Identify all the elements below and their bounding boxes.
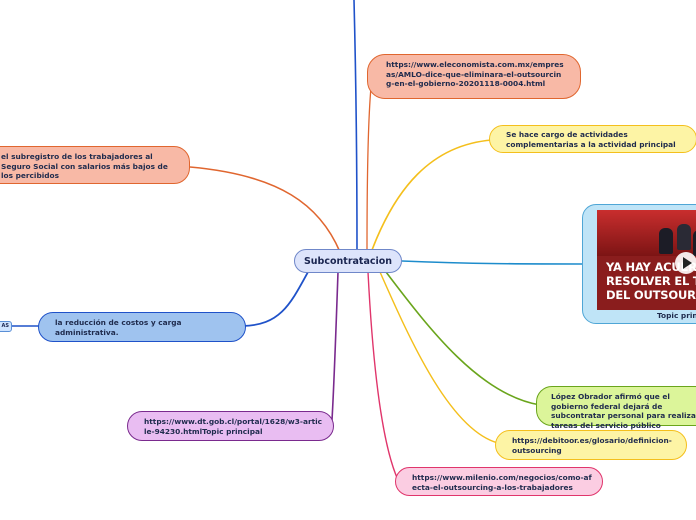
connector-subregistro bbox=[190, 167, 340, 252]
connector-eleconomista bbox=[367, 78, 372, 250]
connector-actividades bbox=[372, 140, 492, 250]
connector-top bbox=[354, 0, 357, 250]
node-reduccion-text: la reducción de costos y carga administr… bbox=[55, 318, 182, 337]
video-person bbox=[677, 224, 691, 250]
node-video-topic[interactable]: YA HAY ACUERDO PARA RESOLVER EL TEMA DEL… bbox=[582, 204, 696, 324]
node-reduccion[interactable]: la reducción de costos y carga administr… bbox=[38, 312, 246, 342]
node-debitoor-link[interactable]: https://debitoor.es/glosario/definicion-… bbox=[495, 430, 687, 460]
node-subregistro[interactable]: el subregistro de los trabajadores al Se… bbox=[0, 146, 190, 184]
video-caption: Topic principal bbox=[657, 311, 696, 320]
video-person bbox=[659, 228, 673, 254]
node-lopez-text: López Obrador afirmó que el gobierno fed… bbox=[551, 392, 696, 430]
connector-reduccion bbox=[243, 272, 308, 326]
connector-dtgob bbox=[332, 272, 338, 420]
central-topic-label: Subcontratacion bbox=[304, 256, 392, 267]
left-tag-text: AS bbox=[2, 323, 9, 329]
connector-lopez bbox=[386, 272, 540, 405]
video-thumbnail[interactable]: YA HAY ACUERDO PARA RESOLVER EL TEMA DEL… bbox=[597, 210, 696, 310]
connector-video bbox=[402, 261, 583, 264]
node-actividades[interactable]: Se hace cargo de actividades complementa… bbox=[489, 125, 696, 153]
node-dt-gob-link[interactable]: https://www.dt.gob.cl/portal/1628/w3-art… bbox=[127, 411, 334, 441]
central-topic[interactable]: Subcontratacion bbox=[294, 249, 402, 273]
node-dtgob-text: https://www.dt.gob.cl/portal/1628/w3-art… bbox=[144, 417, 322, 436]
node-lopez-obrador[interactable]: López Obrador afirmó que el gobierno fed… bbox=[536, 386, 696, 426]
node-subregistro-text: el subregistro de los trabajadores al Se… bbox=[1, 152, 168, 180]
node-eleconomista-link[interactable]: https://www.eleconomista.com.mx/empresas… bbox=[367, 54, 581, 99]
node-eleconomista-text: https://www.eleconomista.com.mx/empresas… bbox=[386, 60, 564, 88]
node-milenio-link[interactable]: https://www.milenio.com/negocios/como-af… bbox=[395, 467, 603, 496]
left-tag[interactable]: AS bbox=[0, 321, 12, 332]
node-debitoor-text: https://debitoor.es/glosario/definicion-… bbox=[512, 436, 672, 455]
node-milenio-text: https://www.milenio.com/negocios/como-af… bbox=[412, 473, 592, 492]
play-icon[interactable] bbox=[675, 252, 696, 274]
connector-debitoor bbox=[380, 272, 498, 443]
node-actividades-text: Se hace cargo de actividades complementa… bbox=[506, 130, 676, 149]
